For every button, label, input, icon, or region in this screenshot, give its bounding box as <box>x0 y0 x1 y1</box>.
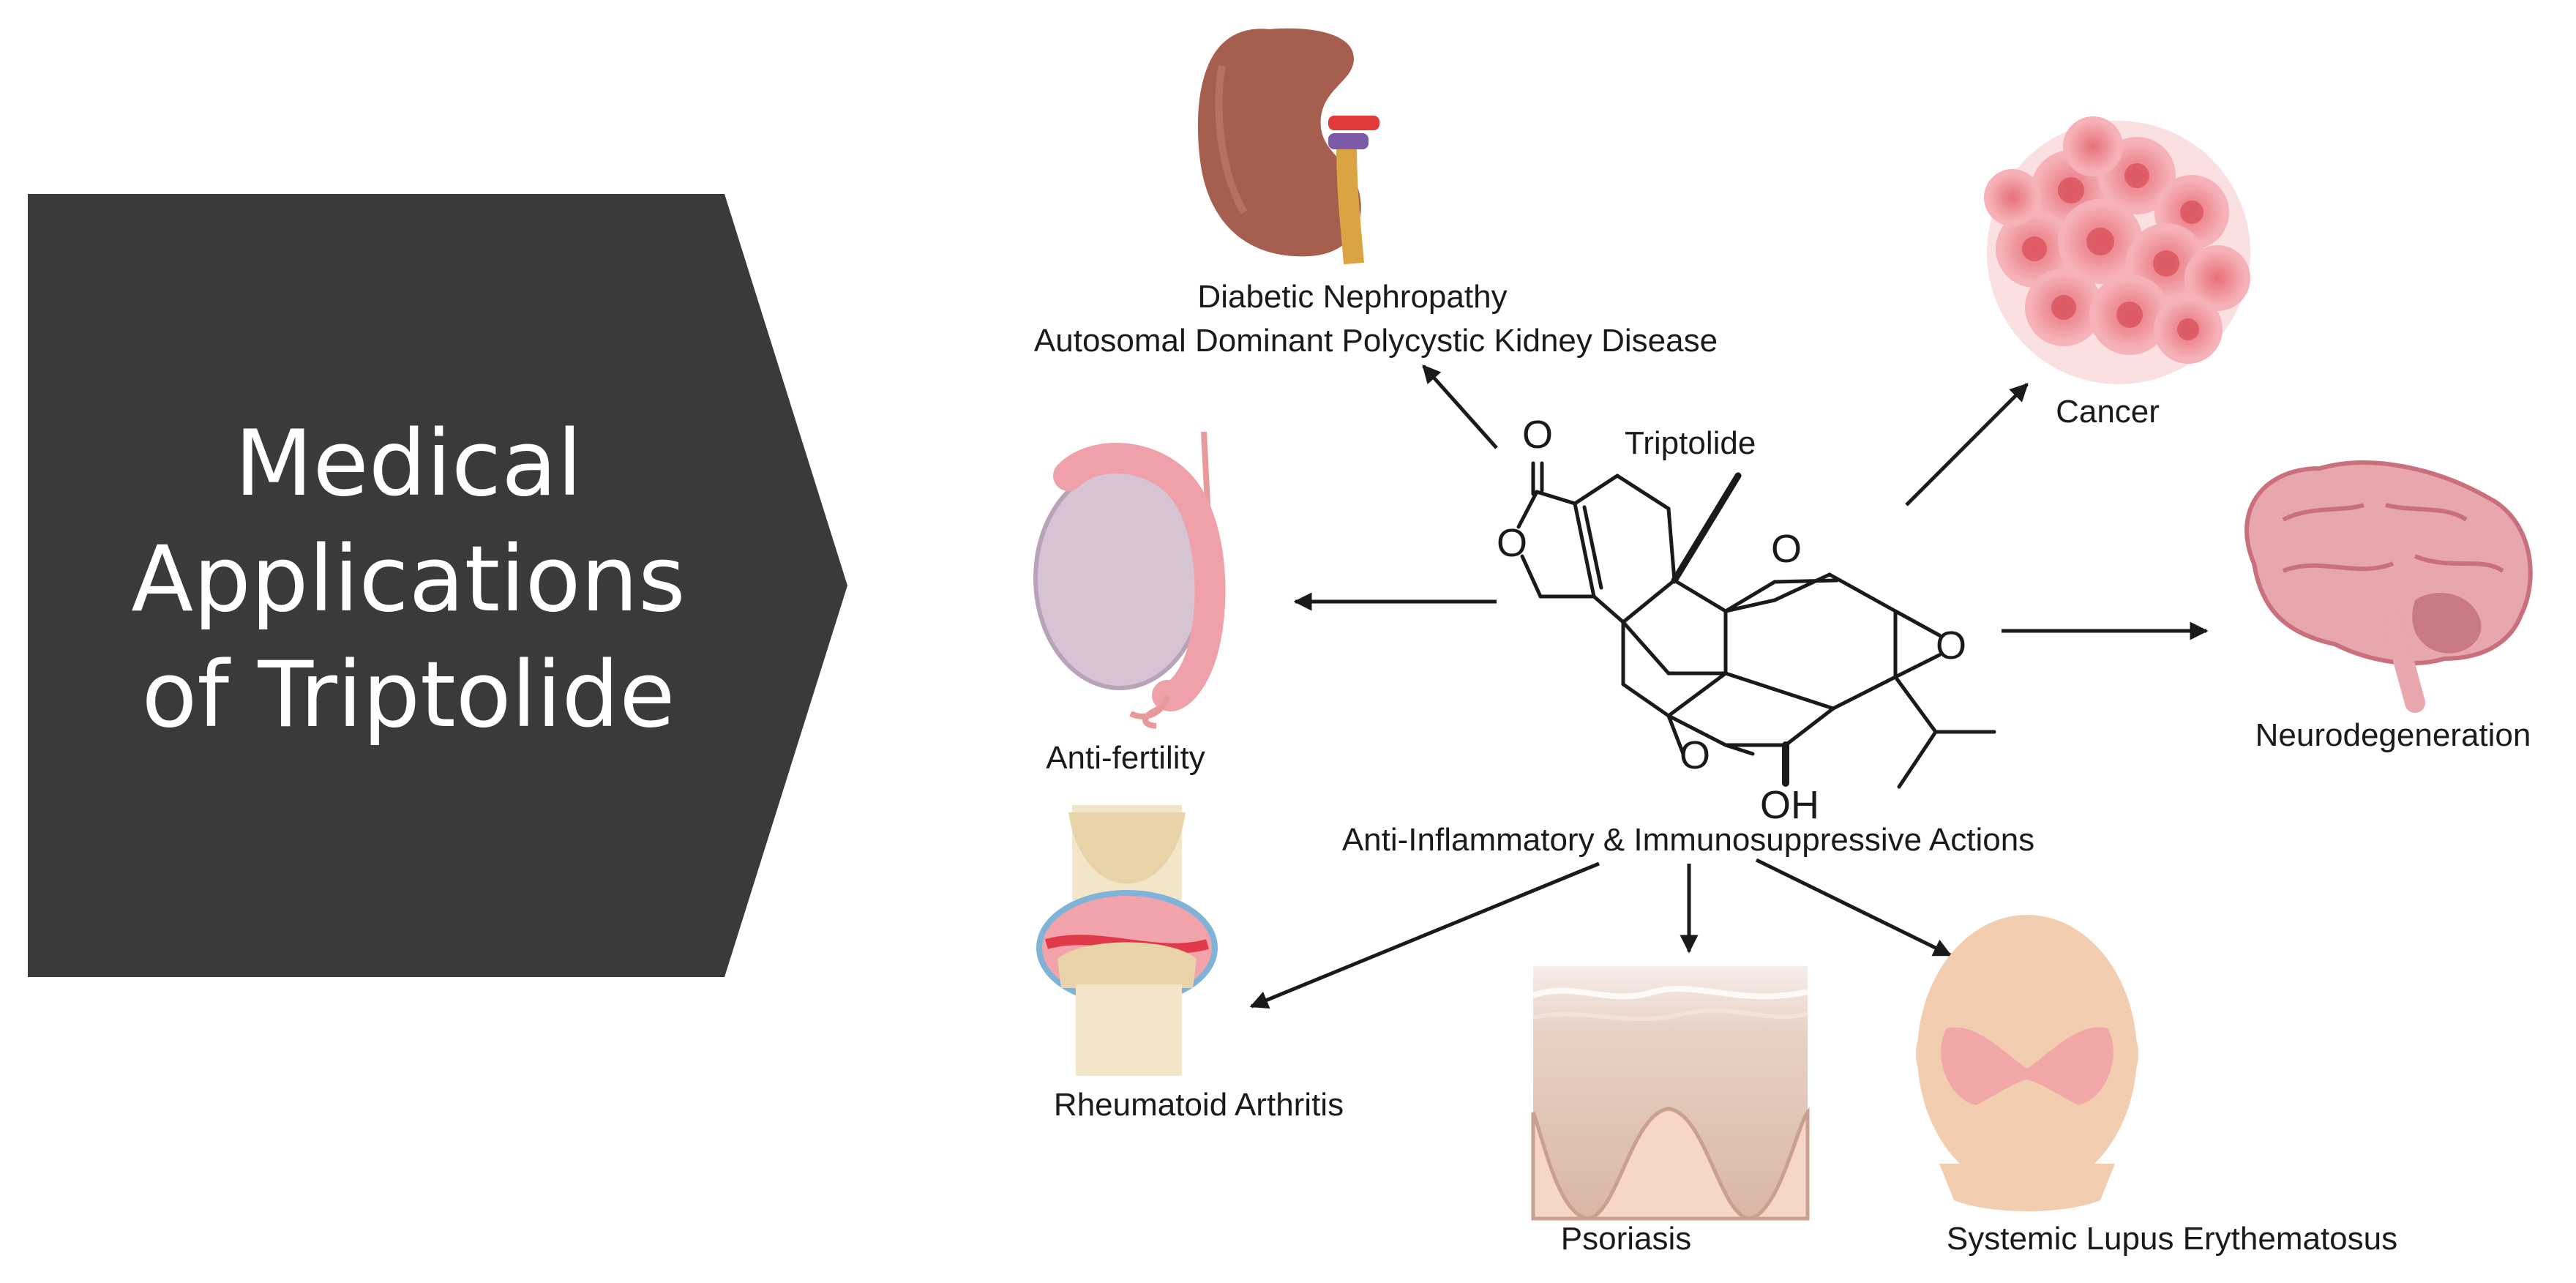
banner-shape <box>28 194 847 977</box>
triptolide-atoms: O O O O O OH <box>1497 413 1966 827</box>
knee-joint-icon <box>1036 805 1218 1076</box>
triptolide-structure <box>1516 461 1996 789</box>
arrow-to-lupus <box>1755 858 1952 957</box>
fertility-label: Anti-fertility <box>1046 740 1205 776</box>
atom-o-carbonyl: O <box>1522 413 1553 457</box>
skin-section-icon <box>1531 966 1810 1221</box>
cancer-label: Cancer <box>2056 394 2160 430</box>
brain-icon <box>2244 460 2533 713</box>
kidney-label-line1: Diabetic Nephropathy <box>1197 279 1508 315</box>
neuro-label: Neurodegeneration <box>2255 717 2531 753</box>
atom-o-epoxide-right: O <box>1936 624 1966 667</box>
renal-vein <box>1328 133 1368 149</box>
banner-title-line: Medical <box>234 411 583 517</box>
atom-o-epoxide-bottom: O <box>1680 733 1710 777</box>
arrows <box>1249 364 2209 1009</box>
banner-title-line: of Triptolide <box>141 643 675 748</box>
molecule-name: Triptolide <box>1625 425 1756 461</box>
arrow-to-cancer <box>1905 383 2029 506</box>
atom-o-epoxide-top: O <box>1771 527 1802 571</box>
inflammation-label: Anti-Inflammatory & Immunosuppressive Ac… <box>1341 822 2035 858</box>
banner-title: Medical Applications of Triptolide <box>28 406 789 753</box>
atom-oh: OH <box>1760 783 1819 827</box>
testis-icon <box>1033 431 1226 729</box>
arthritis-label: Rheumatoid Arthritis <box>1053 1087 1344 1123</box>
banner-title-line: Applications <box>131 527 686 632</box>
atom-o-ring: O <box>1497 521 1527 565</box>
arrow-to-kidney <box>1422 364 1498 449</box>
renal-artery <box>1328 116 1379 130</box>
kidney-icon <box>1197 28 1379 265</box>
butterfly-rash-face-icon <box>1916 915 2138 1211</box>
cancer-cell-cluster-icon <box>1984 116 2250 384</box>
arrow-to-arthritis <box>1249 861 1600 1009</box>
lupus-label: Systemic Lupus Erythematosus <box>1946 1221 2398 1257</box>
psoriasis-label: Psoriasis <box>1560 1221 1692 1257</box>
kidney-label-line2: Autosomal Dominant Polycystic Kidney Dis… <box>1033 323 1718 359</box>
